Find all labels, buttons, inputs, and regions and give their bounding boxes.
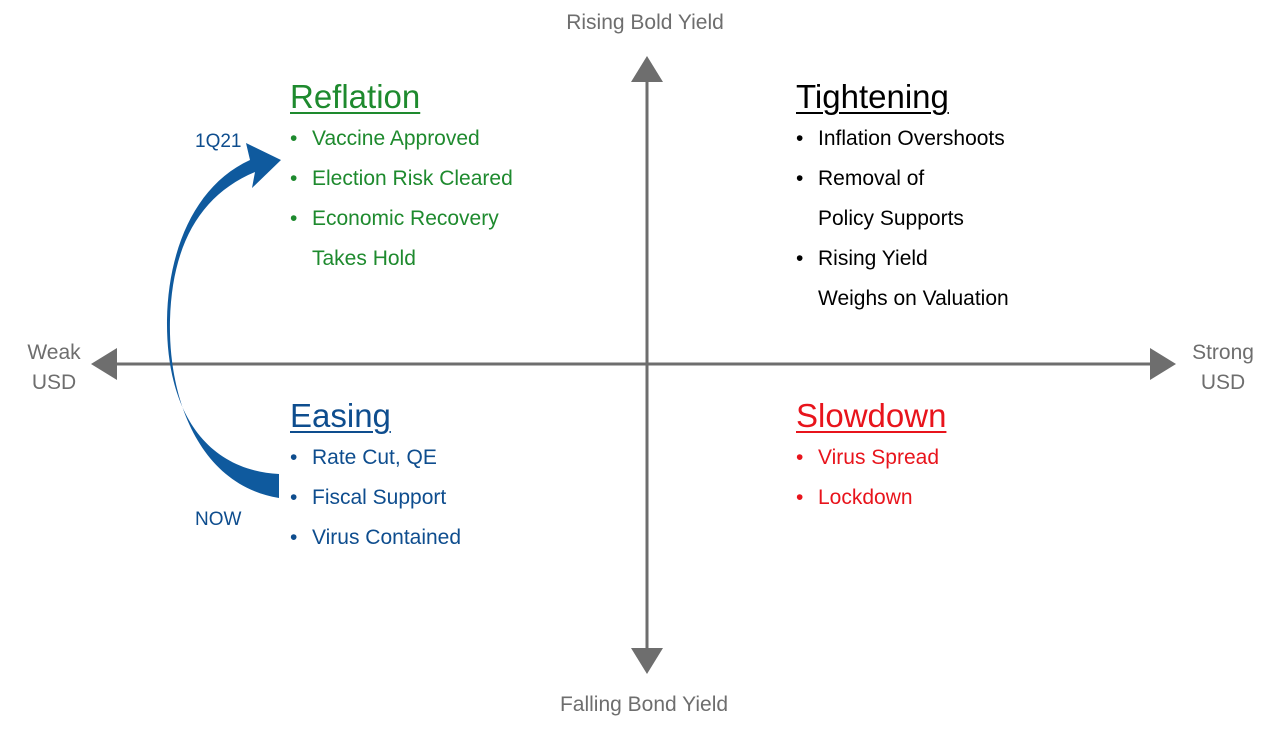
list-item: • Economic Recovery Takes Hold — [290, 199, 513, 279]
arrow-down-icon — [631, 648, 663, 674]
list-item: • Fiscal Support — [290, 478, 461, 518]
bullet-icon: • — [290, 127, 298, 150]
transition-label-from: NOW — [195, 509, 242, 530]
list-item: • Virus Spread — [796, 438, 946, 478]
bullet-icon: • — [796, 446, 804, 469]
list-item-text: Election Risk Cleared — [312, 167, 513, 190]
bottom-axis-label: Falling Bond Yield — [559, 693, 729, 716]
arrow-up-icon — [631, 56, 663, 82]
transition-label-to: 1Q21 — [195, 131, 242, 152]
arrow-right-icon — [1150, 348, 1176, 380]
list-item: • Removal of Policy Supports — [796, 159, 1009, 239]
quadrant-list-easing: • Rate Cut, QE • Fiscal Support • Virus … — [290, 438, 461, 558]
top-axis-label: Rising Bold Yield — [566, 11, 724, 34]
right-axis-label: Strong USD — [1178, 338, 1268, 398]
list-item-text: Economic Recovery — [312, 207, 499, 230]
list-item-text-continued: Takes Hold — [312, 247, 416, 270]
bullet-icon: • — [290, 526, 298, 549]
list-item: • Inflation Overshoots — [796, 119, 1009, 159]
bullet-icon: • — [796, 167, 804, 190]
list-item: • Lockdown — [796, 478, 946, 518]
left-axis-label-line2: USD — [31, 371, 77, 394]
quadrant-title-easing: Easing — [290, 397, 391, 434]
list-item: • Vaccine Approved — [290, 119, 513, 159]
list-item-text: Removal of — [818, 167, 925, 190]
bullet-icon: • — [796, 486, 804, 509]
left-axis-label-line1: Weak — [27, 341, 81, 364]
right-axis-label-line1: Strong — [1192, 341, 1254, 364]
quadrant-title-tightening: Tightening — [796, 78, 949, 115]
list-item-text: Virus Spread — [818, 446, 940, 469]
list-item-text: Rising Yield — [818, 247, 928, 270]
list-item: • Rising Yield Weighs on Valuation — [796, 239, 1009, 319]
quadrant-list-tightening: • Inflation Overshoots • Removal of Poli… — [796, 119, 1009, 319]
bullet-icon: • — [290, 207, 298, 230]
left-axis-label: Weak USD — [14, 338, 94, 398]
curved-transition-arrow-icon — [166, 143, 281, 498]
bullet-icon: • — [290, 486, 298, 509]
list-item: • Election Risk Cleared — [290, 159, 513, 199]
quadrant-easing: Easing • Rate Cut, QE • Fiscal Support •… — [290, 396, 461, 558]
bullet-icon: • — [796, 247, 804, 270]
bullet-icon: • — [290, 167, 298, 190]
list-item: • Virus Contained — [290, 518, 461, 558]
quadrant-reflation: Reflation • Vaccine Approved • Election … — [290, 77, 513, 279]
list-item-text: Inflation Overshoots — [818, 127, 1005, 150]
quadrant-title-slowdown: Slowdown — [796, 397, 947, 434]
quadrant-slowdown: Slowdown • Virus Spread • Lockdown — [796, 396, 946, 518]
list-item-text: Rate Cut, QE — [312, 446, 437, 469]
list-item: • Rate Cut, QE — [290, 438, 461, 478]
list-item-text-continued: Policy Supports — [818, 207, 964, 230]
bullet-icon: • — [796, 127, 804, 150]
list-item-text: Virus Contained — [312, 526, 462, 549]
list-item-text: Lockdown — [818, 486, 913, 509]
list-item-text: Vaccine Approved — [312, 127, 480, 150]
quadrant-list-reflation: • Vaccine Approved • Election Risk Clear… — [290, 119, 513, 279]
quadrant-tightening: Tightening • Inflation Overshoots • Remo… — [796, 77, 1009, 319]
bullet-icon: • — [290, 446, 298, 469]
quadrant-list-slowdown: • Virus Spread • Lockdown — [796, 438, 946, 518]
list-item-text: Fiscal Support — [312, 486, 447, 509]
right-axis-label-line2: USD — [1200, 371, 1246, 394]
list-item-text-continued: Weighs on Valuation — [818, 287, 1009, 310]
arrow-left-icon — [91, 348, 117, 380]
quadrant-title-reflation: Reflation — [290, 78, 421, 115]
